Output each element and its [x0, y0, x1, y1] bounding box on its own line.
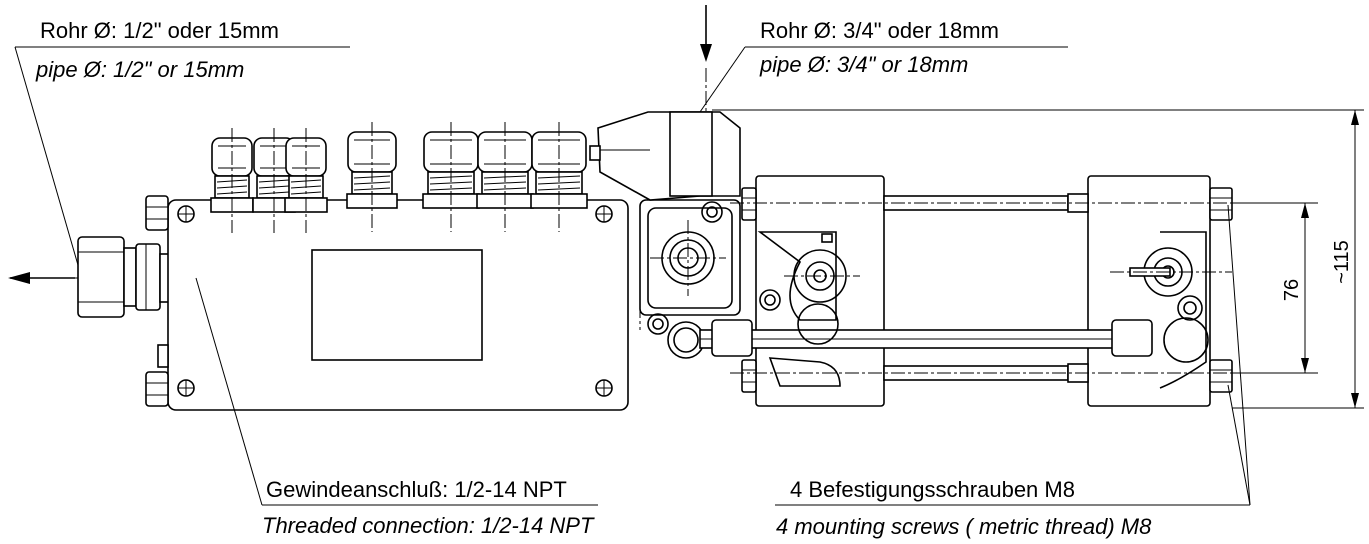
- label-mounting-screws: 4 Befestigungsschrauben M8 4 mounting sc…: [775, 204, 1251, 539]
- box-corner-screws: [177, 205, 613, 397]
- dimension-115: ~115: [712, 109, 1364, 409]
- solenoid-valve: [589, 111, 741, 359]
- flow-arrow-down: [700, 5, 712, 118]
- inlet-fitting: [77, 236, 171, 318]
- thread-label-de: Gewindeanschluß: 1/2-14 NPT: [266, 477, 567, 502]
- outlet-leader-line: [699, 46, 746, 113]
- dimension-76: 76: [1232, 202, 1318, 374]
- thread-leader-line: [195, 277, 263, 506]
- junction-box: [145, 195, 629, 411]
- screws-label-de: 4 Befestigungsschrauben M8: [790, 477, 1075, 502]
- cable-gland: [346, 122, 398, 232]
- inlet-pipe-label-en: pipe Ø: 1/2" or 15mm: [35, 57, 244, 82]
- cable-gland: [530, 122, 588, 232]
- dimension-76-label: 76: [1281, 279, 1303, 301]
- outlet-pipe-label-de: Rohr Ø: 3/4" oder 18mm: [760, 18, 999, 43]
- screws-leader-line-2: [1227, 384, 1251, 506]
- dimension-115-label: ~115: [1331, 240, 1353, 284]
- display-window: [311, 249, 483, 361]
- mounting-screws-m8: [741, 187, 1233, 393]
- cable-glands: [210, 122, 588, 233]
- label-inlet-pipe: Rohr Ø: 1/2" oder 15mm pipe Ø: 1/2" or 1…: [14, 18, 350, 273]
- thread-label-en: Threaded connection: 1/2-14 NPT: [262, 513, 595, 538]
- box-side-bolts: [145, 195, 169, 407]
- screws-leader-line-1: [1227, 204, 1251, 506]
- label-outlet-pipe: Rohr Ø: 3/4" oder 18mm pipe Ø: 3/4" or 1…: [699, 18, 1068, 113]
- inlet-pipe-label-de: Rohr Ø: 1/2" oder 15mm: [40, 18, 279, 43]
- screws-label-en: 4 mounting screws ( metric thread) M8: [776, 514, 1152, 539]
- inlet-leader-line: [14, 46, 81, 273]
- label-thread: Gewindeanschluß: 1/2-14 NPT Threaded con…: [195, 277, 598, 538]
- cable-gland: [422, 122, 480, 232]
- cable-gland: [284, 128, 328, 233]
- mounting-frame: [699, 175, 1250, 407]
- cable-gland: [476, 122, 534, 232]
- outlet-pipe-label-en: pipe Ø: 3/4" or 18mm: [759, 52, 968, 77]
- cable-gland: [210, 128, 254, 233]
